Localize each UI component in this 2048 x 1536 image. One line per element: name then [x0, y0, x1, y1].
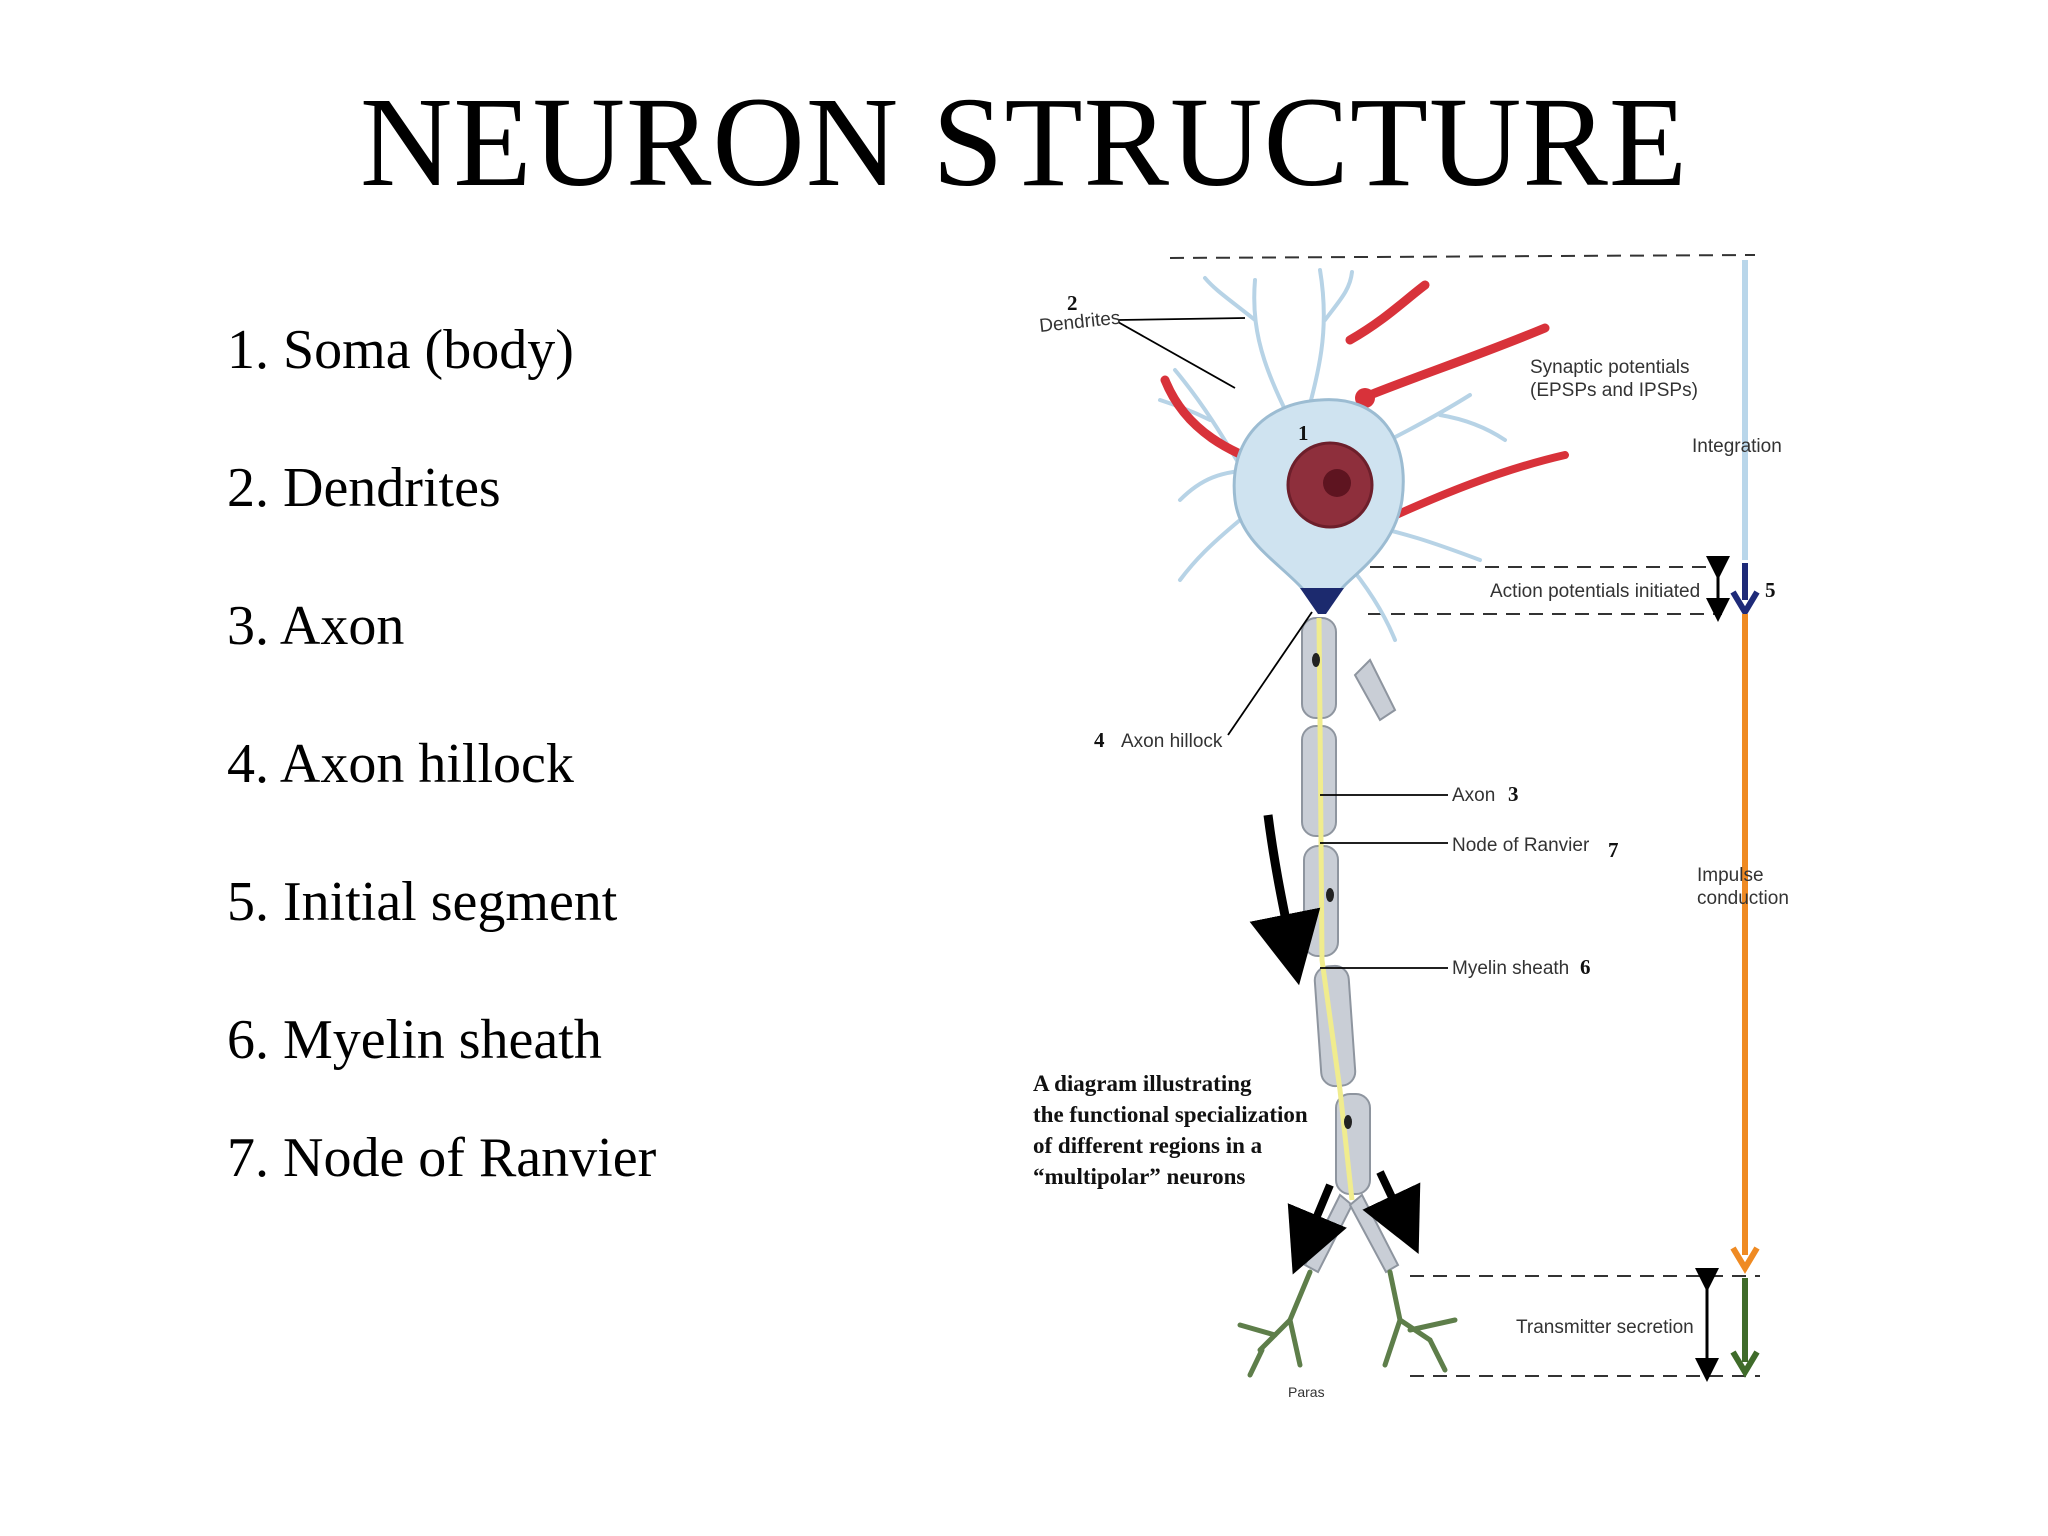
- label-dendrites: Dendrites: [1038, 308, 1121, 337]
- leader-lines: [1117, 317, 1448, 969]
- list-item-axon: 3. Axon: [227, 595, 405, 657]
- label-impulse: Impulse: [1697, 865, 1764, 886]
- list-item-initial-segment: 5. Initial segment: [227, 871, 618, 933]
- caption-line-1: A diagram illustrating: [1033, 1071, 1252, 1096]
- guide-lines: [1169, 254, 1760, 1377]
- label-number-myelin: 6: [1580, 955, 1591, 979]
- label-epsps-ipsps: (EPSPs and IPSPs): [1530, 380, 1698, 401]
- caption-line-4: “multipolar” neurons: [1033, 1164, 1245, 1189]
- function-arrows: [1695, 260, 1760, 1382]
- caption-line-3: of different regions in a: [1033, 1133, 1263, 1158]
- label-number-hillock: 4: [1094, 728, 1105, 752]
- label-number-dendrites: 2: [1067, 291, 1078, 315]
- list-item-soma: 1. Soma (body): [227, 319, 574, 381]
- label-conduction: conduction: [1697, 888, 1789, 909]
- credit-text: Paras: [1288, 1384, 1325, 1400]
- slide-title: NEURON STRUCTURE: [359, 71, 1689, 213]
- caption-line-2: the functional specialization: [1033, 1102, 1308, 1127]
- list-item-axon-hillock: 4. Axon hillock: [227, 733, 574, 795]
- label-number-axon: 3: [1508, 782, 1519, 806]
- label-number-node: 7: [1608, 838, 1619, 862]
- label-axon: Axon: [1452, 785, 1495, 806]
- label-number-soma: 1: [1298, 421, 1309, 445]
- label-node-of-ranvier: Node of Ranvier: [1452, 835, 1590, 856]
- axon-hillock-shape: [1300, 588, 1344, 614]
- list-item-dendrites: 2. Dendrites: [227, 457, 501, 519]
- flow-arrows: [1249, 814, 1421, 1275]
- label-axon-hillock: Axon hillock: [1121, 731, 1223, 752]
- label-integration: Integration: [1692, 436, 1782, 457]
- list-item-node-of-ranvier: 7. Node of Ranvier: [227, 1127, 657, 1189]
- label-action-potentials: Action potentials initiated: [1490, 581, 1700, 602]
- label-synaptic-potentials: Synaptic potentials: [1530, 357, 1690, 378]
- list-item-myelin-sheath: 6. Myelin sheath: [227, 1009, 602, 1071]
- nucleolus: [1323, 469, 1351, 497]
- label-number-initial-segment: 5: [1765, 578, 1776, 602]
- label-myelin-sheath: Myelin sheath: [1452, 958, 1569, 979]
- label-transmitter-secretion: Transmitter secretion: [1516, 1317, 1694, 1338]
- axon-terminals: [1237, 1269, 1458, 1378]
